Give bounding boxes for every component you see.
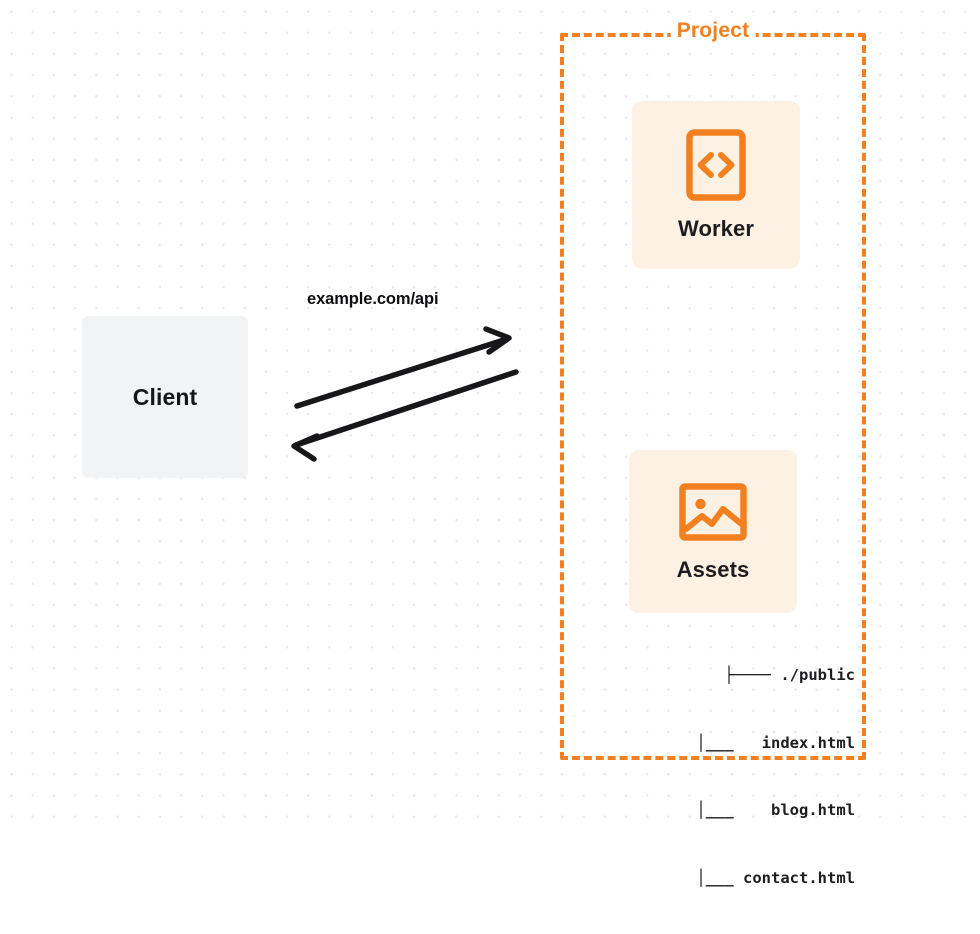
project-title: Project	[670, 19, 756, 43]
client-node-label: Client	[132, 383, 198, 410]
tree-row-blog-html: │___ blog.html	[696, 801, 855, 819]
assets-card[interactable]: Assets	[629, 450, 797, 613]
tree-row-contact-html: │___ contact.html	[696, 868, 855, 887]
image-picture-icon	[679, 482, 747, 541]
client-node[interactable]: Client	[82, 316, 248, 478]
diagram-canvas: Client example.com/api Project	[0, 0, 980, 887]
asset-file-tree: ├──── ./public │___ index.html │___ blog…	[605, 619, 855, 934]
request-arrow	[294, 326, 512, 409]
worker-card[interactable]: Worker	[632, 101, 800, 269]
connection-url-label: example.com/api	[307, 290, 439, 308]
tree-row-public: ├──── ./public	[724, 666, 855, 684]
tree-row-index-html: │___ index.html	[696, 733, 855, 752]
assets-card-label: Assets	[676, 556, 750, 582]
response-arrow	[291, 369, 519, 462]
worker-card-label: Worker	[678, 216, 754, 241]
code-brackets-icon	[686, 129, 746, 201]
project-container: Project Worker Assets ├──── ./public │__…	[560, 19, 866, 887]
